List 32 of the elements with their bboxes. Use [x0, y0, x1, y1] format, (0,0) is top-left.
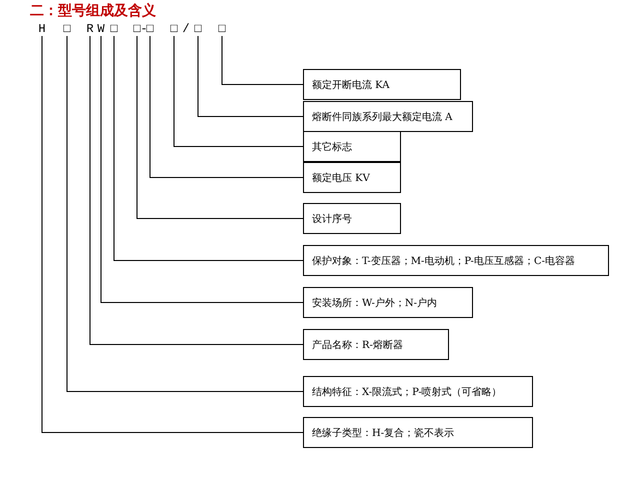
- description-box: 保护对象：T-变压器；M-电动机；P-电压互感器；C-电容器: [303, 245, 609, 276]
- code-symbol: □: [146, 22, 154, 36]
- leader-line: [42, 36, 304, 433]
- leader-line: [90, 36, 304, 345]
- code-symbol: □: [218, 22, 226, 36]
- code-symbol: □: [63, 22, 71, 36]
- description-box: 设计序号: [303, 203, 401, 234]
- code-symbol: R: [86, 22, 94, 36]
- leader-line: [100, 36, 304, 303]
- leader-line: [66, 36, 304, 392]
- description-box: 熔断件同族系列最大额定电流 A: [303, 101, 473, 132]
- leader-line: [114, 36, 304, 261]
- code-symbol: □: [110, 22, 118, 36]
- code-symbol: □: [194, 22, 202, 36]
- code-symbol: □: [170, 22, 178, 36]
- code-symbol: H: [38, 22, 46, 36]
- description-box: 产品名称：R-熔断器: [303, 329, 449, 360]
- description-box: 安装场所：W-户外；N-户内: [303, 287, 473, 318]
- description-box: 结构特征：X-限流式；P-喷射式（可省略）: [303, 376, 533, 407]
- title: 二：型号组成及含义: [30, 2, 156, 20]
- leader-line: [150, 36, 304, 178]
- separator: /: [182, 22, 190, 36]
- description-box: 额定开断电流 KA: [303, 69, 461, 100]
- description-box: 额定电压 KV: [303, 162, 401, 193]
- code-symbol: □: [133, 22, 141, 36]
- leader-line: [174, 36, 304, 147]
- leader-line: [222, 36, 304, 85]
- code-symbol: W: [97, 22, 105, 36]
- description-box: 绝缘子类型：H-复合；瓷不表示: [303, 417, 533, 448]
- leader-line: [198, 36, 304, 117]
- description-box: 其它标志: [303, 131, 401, 162]
- leader-line: [136, 36, 304, 219]
